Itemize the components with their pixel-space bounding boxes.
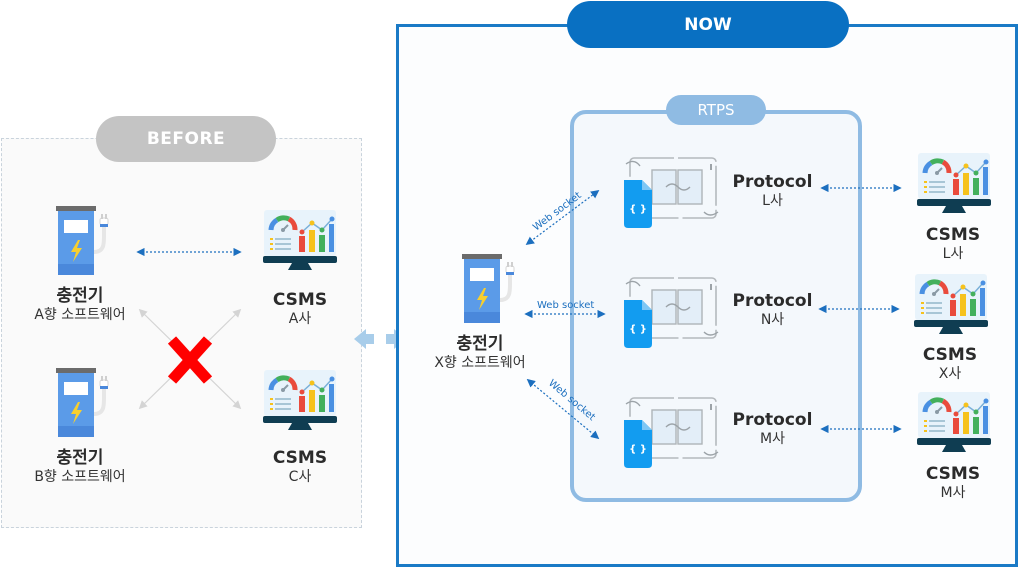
charger-b-software: B향 소프트웨어 xyxy=(34,469,126,486)
charger-x-name: 충전기 xyxy=(456,334,504,354)
websocket-label-n: Web socket xyxy=(537,300,594,311)
csms-c-company: C사 xyxy=(288,469,312,486)
websocket-link-m-arrow xyxy=(526,378,600,440)
protocol-l-label: Protocol L사 xyxy=(725,172,820,211)
charger-x-label: 충전기 X향 소프트웨어 xyxy=(410,334,550,373)
protocol-m-company: M사 xyxy=(760,431,785,448)
protocol-l-name: Protocol xyxy=(732,172,813,192)
now-title-badge: NOW xyxy=(567,1,849,48)
protocol-l-icon xyxy=(612,150,722,230)
charger-a-label: 충전기 A향 소프트웨어 xyxy=(10,286,150,325)
csms-a-label: CSMS A사 xyxy=(240,290,360,329)
protocol-m-name: Protocol xyxy=(732,410,813,430)
csms-m-monitor-icon xyxy=(916,390,992,456)
protocol-n-name: Protocol xyxy=(732,291,813,311)
csms-l-monitor-icon xyxy=(916,151,992,217)
red-x-icon xyxy=(167,336,213,384)
csms-m-company: M사 xyxy=(940,485,966,502)
charger-a-name: 충전기 xyxy=(56,286,104,306)
csms-c-name: CSMS xyxy=(272,448,328,468)
protocol-m-icon xyxy=(612,390,722,470)
websocket-label-l: Web socket xyxy=(531,190,583,233)
csms-l-label: CSMS L사 xyxy=(895,225,1011,264)
protocol-m-label: Protocol M사 xyxy=(725,410,820,449)
csms-c-label: CSMS C사 xyxy=(240,448,360,487)
websocket-link-l-arrow xyxy=(525,189,600,246)
protocol-l-company: L사 xyxy=(762,193,783,210)
csms-m-name: CSMS xyxy=(925,464,981,484)
charger-b-label: 충전기 B향 소프트웨어 xyxy=(10,448,150,487)
charger-x-software: X향 소프트웨어 xyxy=(434,355,526,372)
protocol-n-company: N사 xyxy=(760,312,785,329)
protocol-n-icon xyxy=(612,270,722,350)
csms-l-name: CSMS xyxy=(925,225,981,245)
csms-x-label: CSMS X사 xyxy=(892,345,1008,384)
csms-m-label: CSMS M사 xyxy=(895,464,1011,503)
charger-b-name: 충전기 xyxy=(56,448,104,468)
csms-x-monitor-icon xyxy=(913,272,989,338)
csms-x-company: X사 xyxy=(938,366,962,383)
csms-x-name: CSMS xyxy=(922,345,978,365)
csms-l-company: L사 xyxy=(942,246,964,263)
protocol-n-label: Protocol N사 xyxy=(725,291,820,330)
csms-a-company: A사 xyxy=(288,311,312,328)
rtps-title-badge: RTPS xyxy=(666,95,766,125)
csms-a-name: CSMS xyxy=(272,290,328,310)
before-title-badge: BEFORE xyxy=(96,116,276,162)
charger-a-software: A향 소프트웨어 xyxy=(34,307,126,324)
